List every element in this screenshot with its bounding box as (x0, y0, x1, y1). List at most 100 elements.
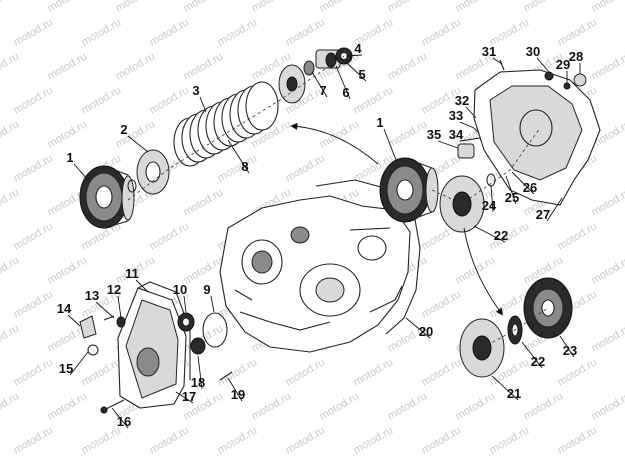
leader-line-1 (73, 163, 89, 181)
watermark-text: motod.ru (12, 84, 56, 116)
gear-23 (523, 277, 573, 339)
right-cover (473, 69, 601, 206)
watermark-text: motod.ru (46, 390, 90, 422)
gasket-9 (202, 312, 228, 348)
watermark-text: motod.ru (386, 390, 430, 422)
watermark-text: motod.ru (0, 50, 21, 82)
callout-13: 13 (85, 288, 99, 303)
seal-12 (116, 316, 126, 328)
callout-3: 3 (192, 83, 199, 98)
leader-line-7 (311, 71, 328, 98)
watermark-text: motod.ru (454, 0, 498, 15)
watermark-text: motod.ru (420, 356, 464, 388)
leader-line-20 (405, 317, 431, 339)
callout-17: 17 (182, 389, 196, 404)
leader-line-11 (135, 279, 149, 293)
callout-29: 29 (556, 57, 570, 72)
watermark-text: motod.ru (590, 322, 625, 354)
leader-line-33 (459, 121, 475, 129)
clutch-plates-stack (173, 81, 279, 167)
callout-23: 23 (563, 343, 577, 358)
watermark-text: motod.ru (284, 152, 328, 184)
leader-line-6 (335, 65, 351, 100)
watermark-text: motod.ru (148, 84, 192, 116)
leader-line-12 (117, 295, 122, 319)
callout-9: 9 (203, 282, 210, 297)
callout-11: 11 (125, 266, 139, 281)
watermark-text: motod.ru (12, 424, 56, 456)
watermark-text: motod.ru (250, 0, 294, 15)
flywheel-center (379, 157, 439, 223)
callout-22: 22 (531, 354, 545, 369)
leader-line-35 (437, 140, 459, 149)
leader-line-5 (345, 61, 367, 82)
leader-line-21 (491, 375, 519, 401)
callout-10: 10 (173, 282, 187, 297)
callout-22: 22 (494, 228, 508, 243)
leader-line-17 (175, 391, 194, 404)
callout-1: 1 (376, 115, 383, 130)
watermark-text: motod.ru (114, 50, 158, 82)
watermark-text: motod.ru (0, 322, 21, 354)
leader-line-19 (227, 377, 243, 402)
watermark-text: motod.ru (590, 254, 625, 286)
callout-19: 19 (231, 387, 245, 402)
callout-18: 18 (191, 375, 205, 390)
watermark-text: motod.ru (12, 288, 56, 320)
watermark-text: motod.ru (0, 254, 21, 286)
watermark-text: motod.ru (46, 254, 90, 286)
callout-31: 31 (482, 44, 496, 59)
callout-8: 8 (241, 159, 248, 174)
watermark-text: motod.ru (488, 424, 532, 456)
watermark-text: motod.ru (556, 356, 600, 388)
callout-27: 27 (536, 207, 550, 222)
callout-21: 21 (507, 386, 521, 401)
callout-labels: 1234567819101112131415161718192021222223… (57, 41, 583, 429)
watermark-text: motod.ru (114, 0, 158, 15)
watermark-text: motod.ru (284, 424, 328, 456)
clutch-basket-left (79, 165, 135, 229)
watermark-text: motod.ru (352, 356, 396, 388)
watermark-text: motod.ru (12, 356, 56, 388)
callout-6: 6 (342, 85, 349, 100)
callout-14: 14 (57, 301, 72, 316)
callout-35: 35 (427, 127, 441, 142)
leader-line-2 (127, 135, 149, 153)
leader-line-13 (95, 301, 115, 319)
watermark-text: motod.ru (216, 356, 260, 388)
watermark-text: motod.ru (318, 118, 362, 150)
watermark-text: motod.ru (454, 390, 498, 422)
clutch-hub-2 (136, 149, 170, 195)
callout-26: 26 (523, 180, 537, 195)
watermark-text: motod.ru (556, 424, 600, 456)
watermark-text: motod.ru (182, 186, 226, 218)
watermark-text: motod.ru (216, 152, 260, 184)
bearing-small (303, 60, 315, 76)
watermark-text: motod.ru (250, 390, 294, 422)
watermark-text: motod.ru (46, 50, 90, 82)
callout-7: 7 (319, 83, 326, 98)
watermark-text: motod.ru (284, 16, 328, 48)
leader-line-32 (465, 106, 477, 119)
pressure-plate (278, 64, 306, 104)
watermark-text: motod.ru (284, 356, 328, 388)
leader-line-16 (111, 407, 129, 429)
bolt-16 (100, 399, 125, 414)
bearing-10 (177, 312, 195, 332)
callout-32: 32 (455, 93, 469, 108)
watermark-text: motod.ru (46, 118, 90, 150)
rotor-22 (439, 175, 485, 233)
oring-15 (87, 344, 99, 356)
plug-14 (79, 315, 97, 339)
gasket-cover (137, 281, 191, 380)
watermark-text: motod.ru (216, 16, 260, 48)
watermark-text: motod.ru (80, 356, 124, 388)
callout-4: 4 (354, 41, 362, 56)
callout-15: 15 (59, 361, 73, 376)
watermark-text: motod.ru (182, 50, 226, 82)
crankcase (219, 195, 411, 353)
watermark-text: motod.ru (522, 390, 566, 422)
watermark-text: motod.ru (454, 254, 498, 286)
leader-lines (67, 54, 581, 429)
